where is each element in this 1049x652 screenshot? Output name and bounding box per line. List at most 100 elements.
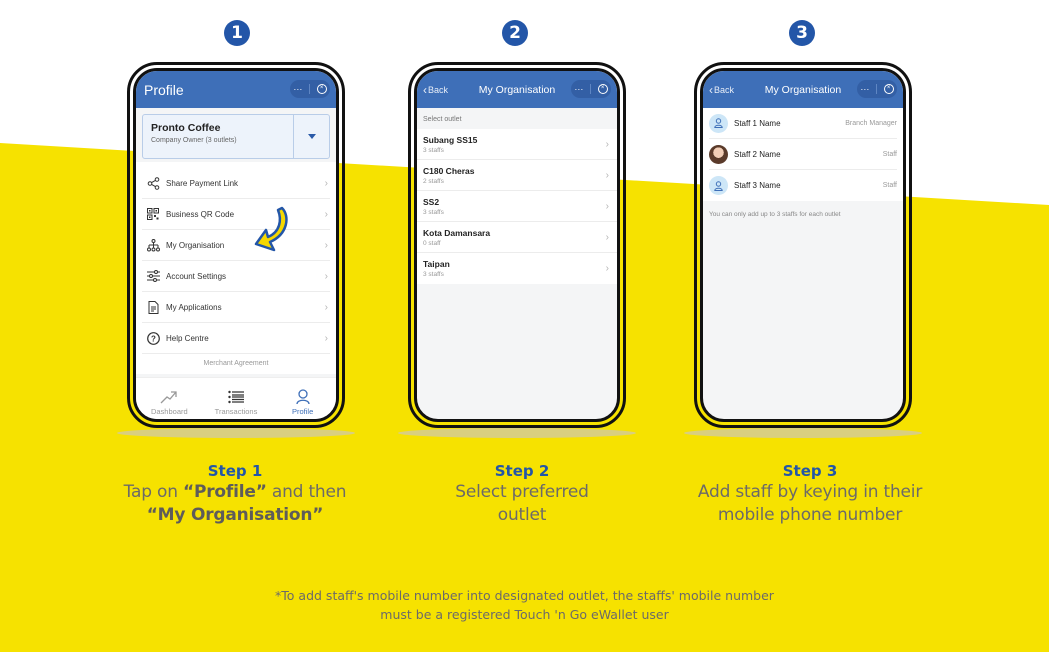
phone-frame xyxy=(127,62,345,428)
avatar-placeholder-icon xyxy=(709,113,728,133)
menu-item-help-centre[interactable]: ? Help Centre › xyxy=(142,323,330,354)
chevron-left-icon: ‹ xyxy=(423,82,427,97)
outlet-name: Subang SS15 xyxy=(423,134,478,145)
outlet-item[interactable]: C180 Cheras 2 staffs › xyxy=(417,160,617,191)
caret-down-icon xyxy=(307,134,316,139)
company-dropdown-button[interactable] xyxy=(293,115,329,158)
phone-shadow xyxy=(117,428,355,438)
chevron-right-icon: › xyxy=(324,301,328,313)
staff-list: Staff 1 Name Branch Manager Staff 2 Name… xyxy=(703,108,903,201)
chevron-right-icon: › xyxy=(605,231,609,243)
step-title: Step 1 xyxy=(207,462,263,480)
bottom-tab-bar: Dashboard Transactions Profile xyxy=(136,377,336,419)
phone-screen: ‹ Back My Organisation ··· × Select outl… xyxy=(414,68,620,422)
tab-transactions[interactable]: Transactions xyxy=(206,388,266,416)
back-label: Back xyxy=(428,84,449,95)
back-label: Back xyxy=(714,84,735,95)
outlet-staff-count: 3 staffs xyxy=(423,146,444,154)
user-icon xyxy=(295,388,310,406)
chevron-right-icon: › xyxy=(324,177,328,189)
chevron-right-icon: › xyxy=(605,263,609,274)
menu-item-share-payment-link[interactable]: Share Payment Link › xyxy=(142,168,330,199)
more-button[interactable]: ··· xyxy=(860,84,870,94)
capsule-divider xyxy=(875,84,877,94)
outlet-item[interactable]: Taipan 3 staffs › xyxy=(417,253,617,284)
phone-screen: ‹ Back My Organisation ··· × Staff 1 Nam… xyxy=(700,68,906,422)
step-title: Step 2 xyxy=(494,462,550,480)
staff-role: Staff xyxy=(882,150,897,158)
step-3-badge: 3 xyxy=(789,20,815,46)
capsule-divider xyxy=(308,84,310,94)
staff-name: Staff 3 Name xyxy=(734,181,781,190)
mini-program-capsule: ··· × xyxy=(857,80,897,98)
close-button[interactable]: × xyxy=(597,84,608,94)
phone-step-3: ‹ Back My Organisation ··· × Staff 1 Nam… xyxy=(684,62,922,438)
merchant-agreement-link[interactable]: Merchant Agreement xyxy=(136,354,336,374)
outlet-item[interactable]: SS2 3 staffs › xyxy=(417,191,617,222)
more-button[interactable]: ··· xyxy=(293,84,303,94)
trend-icon xyxy=(160,388,178,406)
tab-label: Profile xyxy=(292,407,314,416)
svg-text:?: ? xyxy=(151,334,156,343)
chevron-right-icon: › xyxy=(324,208,328,220)
tab-dashboard[interactable]: Dashboard xyxy=(139,388,199,416)
qr-code-icon xyxy=(146,207,160,221)
mini-program-capsule: ··· × xyxy=(571,80,611,98)
staff-item[interactable]: Staff 2 Name Staff xyxy=(709,139,897,170)
back-button[interactable]: ‹ Back xyxy=(417,83,448,97)
tab-label: Transactions xyxy=(214,407,258,416)
app-bar: ‹ Back My Organisation ··· × xyxy=(417,71,617,108)
close-button[interactable]: × xyxy=(883,84,894,94)
share-icon xyxy=(146,176,160,190)
phone-screen: Profile ··· × Pronto Coffee Company Owne… xyxy=(133,68,339,422)
outlet-name: SS2 xyxy=(423,196,440,207)
menu-item-business-qr-code[interactable]: Business QR Code › xyxy=(142,199,330,230)
outlet-name: C180 Cheras xyxy=(423,165,475,176)
step-description: Add staff by keying in their xyxy=(697,482,923,502)
back-button[interactable]: ‹ Back xyxy=(703,83,734,97)
section-label: Select outlet xyxy=(423,116,462,123)
chevron-left-icon: ‹ xyxy=(709,82,713,97)
outlet-staff-count: 2 staffs xyxy=(423,177,444,185)
phone-shadow xyxy=(684,428,922,438)
phone-step-2: ‹ Back My Organisation ··· × Select outl… xyxy=(398,62,636,438)
staff-item[interactable]: Staff 1 Name Branch Manager xyxy=(709,108,897,139)
menu-item-account-settings[interactable]: Account Settings › xyxy=(142,261,330,292)
company-selector[interactable]: Pronto Coffee Company Owner (3 outlets) xyxy=(142,114,330,159)
step-2-caption: Step 2 Select preferred outlet xyxy=(392,462,652,527)
step-description: “My Organisation” xyxy=(60,504,410,527)
step-description: Select preferred xyxy=(455,482,589,502)
menu-item-label: Help Centre xyxy=(166,333,209,343)
outlet-name: Kota Damansara xyxy=(423,227,491,238)
staff-name: Staff 2 Name xyxy=(734,149,781,159)
footnote-line: *To add staff's mobile number into desig… xyxy=(275,588,774,603)
menu-item-label: Share Payment Link xyxy=(166,178,239,188)
organisation-icon xyxy=(146,238,160,252)
caption-text: and then xyxy=(266,482,347,502)
step-2-badge: 2 xyxy=(502,20,528,46)
outlet-staff-count: 3 staffs xyxy=(423,271,444,278)
footnote-line: must be a registered Touch 'n Go eWallet… xyxy=(380,607,669,622)
company-role: Company Owner (3 outlets) xyxy=(151,137,237,144)
chevron-right-icon: › xyxy=(324,270,328,282)
caption-bold-text: “Profile” xyxy=(183,482,267,502)
more-button[interactable]: ··· xyxy=(574,84,584,94)
outlet-item[interactable]: Kota Damansara 0 staff › xyxy=(417,222,617,253)
avatar-photo xyxy=(709,144,728,164)
staff-role: Branch Manager xyxy=(845,119,897,127)
staff-item[interactable]: Staff 3 Name Staff xyxy=(709,170,897,201)
menu-item-my-applications[interactable]: My Applications › xyxy=(142,292,330,323)
staff-name: Staff 1 Name xyxy=(734,118,781,128)
help-icon: ? xyxy=(146,331,160,345)
footnote: *To add staff's mobile number into desig… xyxy=(0,586,1049,624)
tab-profile[interactable]: Profile xyxy=(273,388,333,416)
phone-frame xyxy=(694,62,912,428)
outlet-item[interactable]: Subang SS15 3 staffs › xyxy=(417,129,617,160)
phone-frame xyxy=(408,62,626,428)
menu-item-my-organisation[interactable]: My Organisation › xyxy=(142,206,330,261)
close-button[interactable]: × xyxy=(316,84,327,94)
phone-shadow xyxy=(398,428,636,438)
step-description: outlet xyxy=(497,505,547,525)
document-icon xyxy=(146,300,160,314)
step-1-badge: 1 xyxy=(224,20,250,46)
